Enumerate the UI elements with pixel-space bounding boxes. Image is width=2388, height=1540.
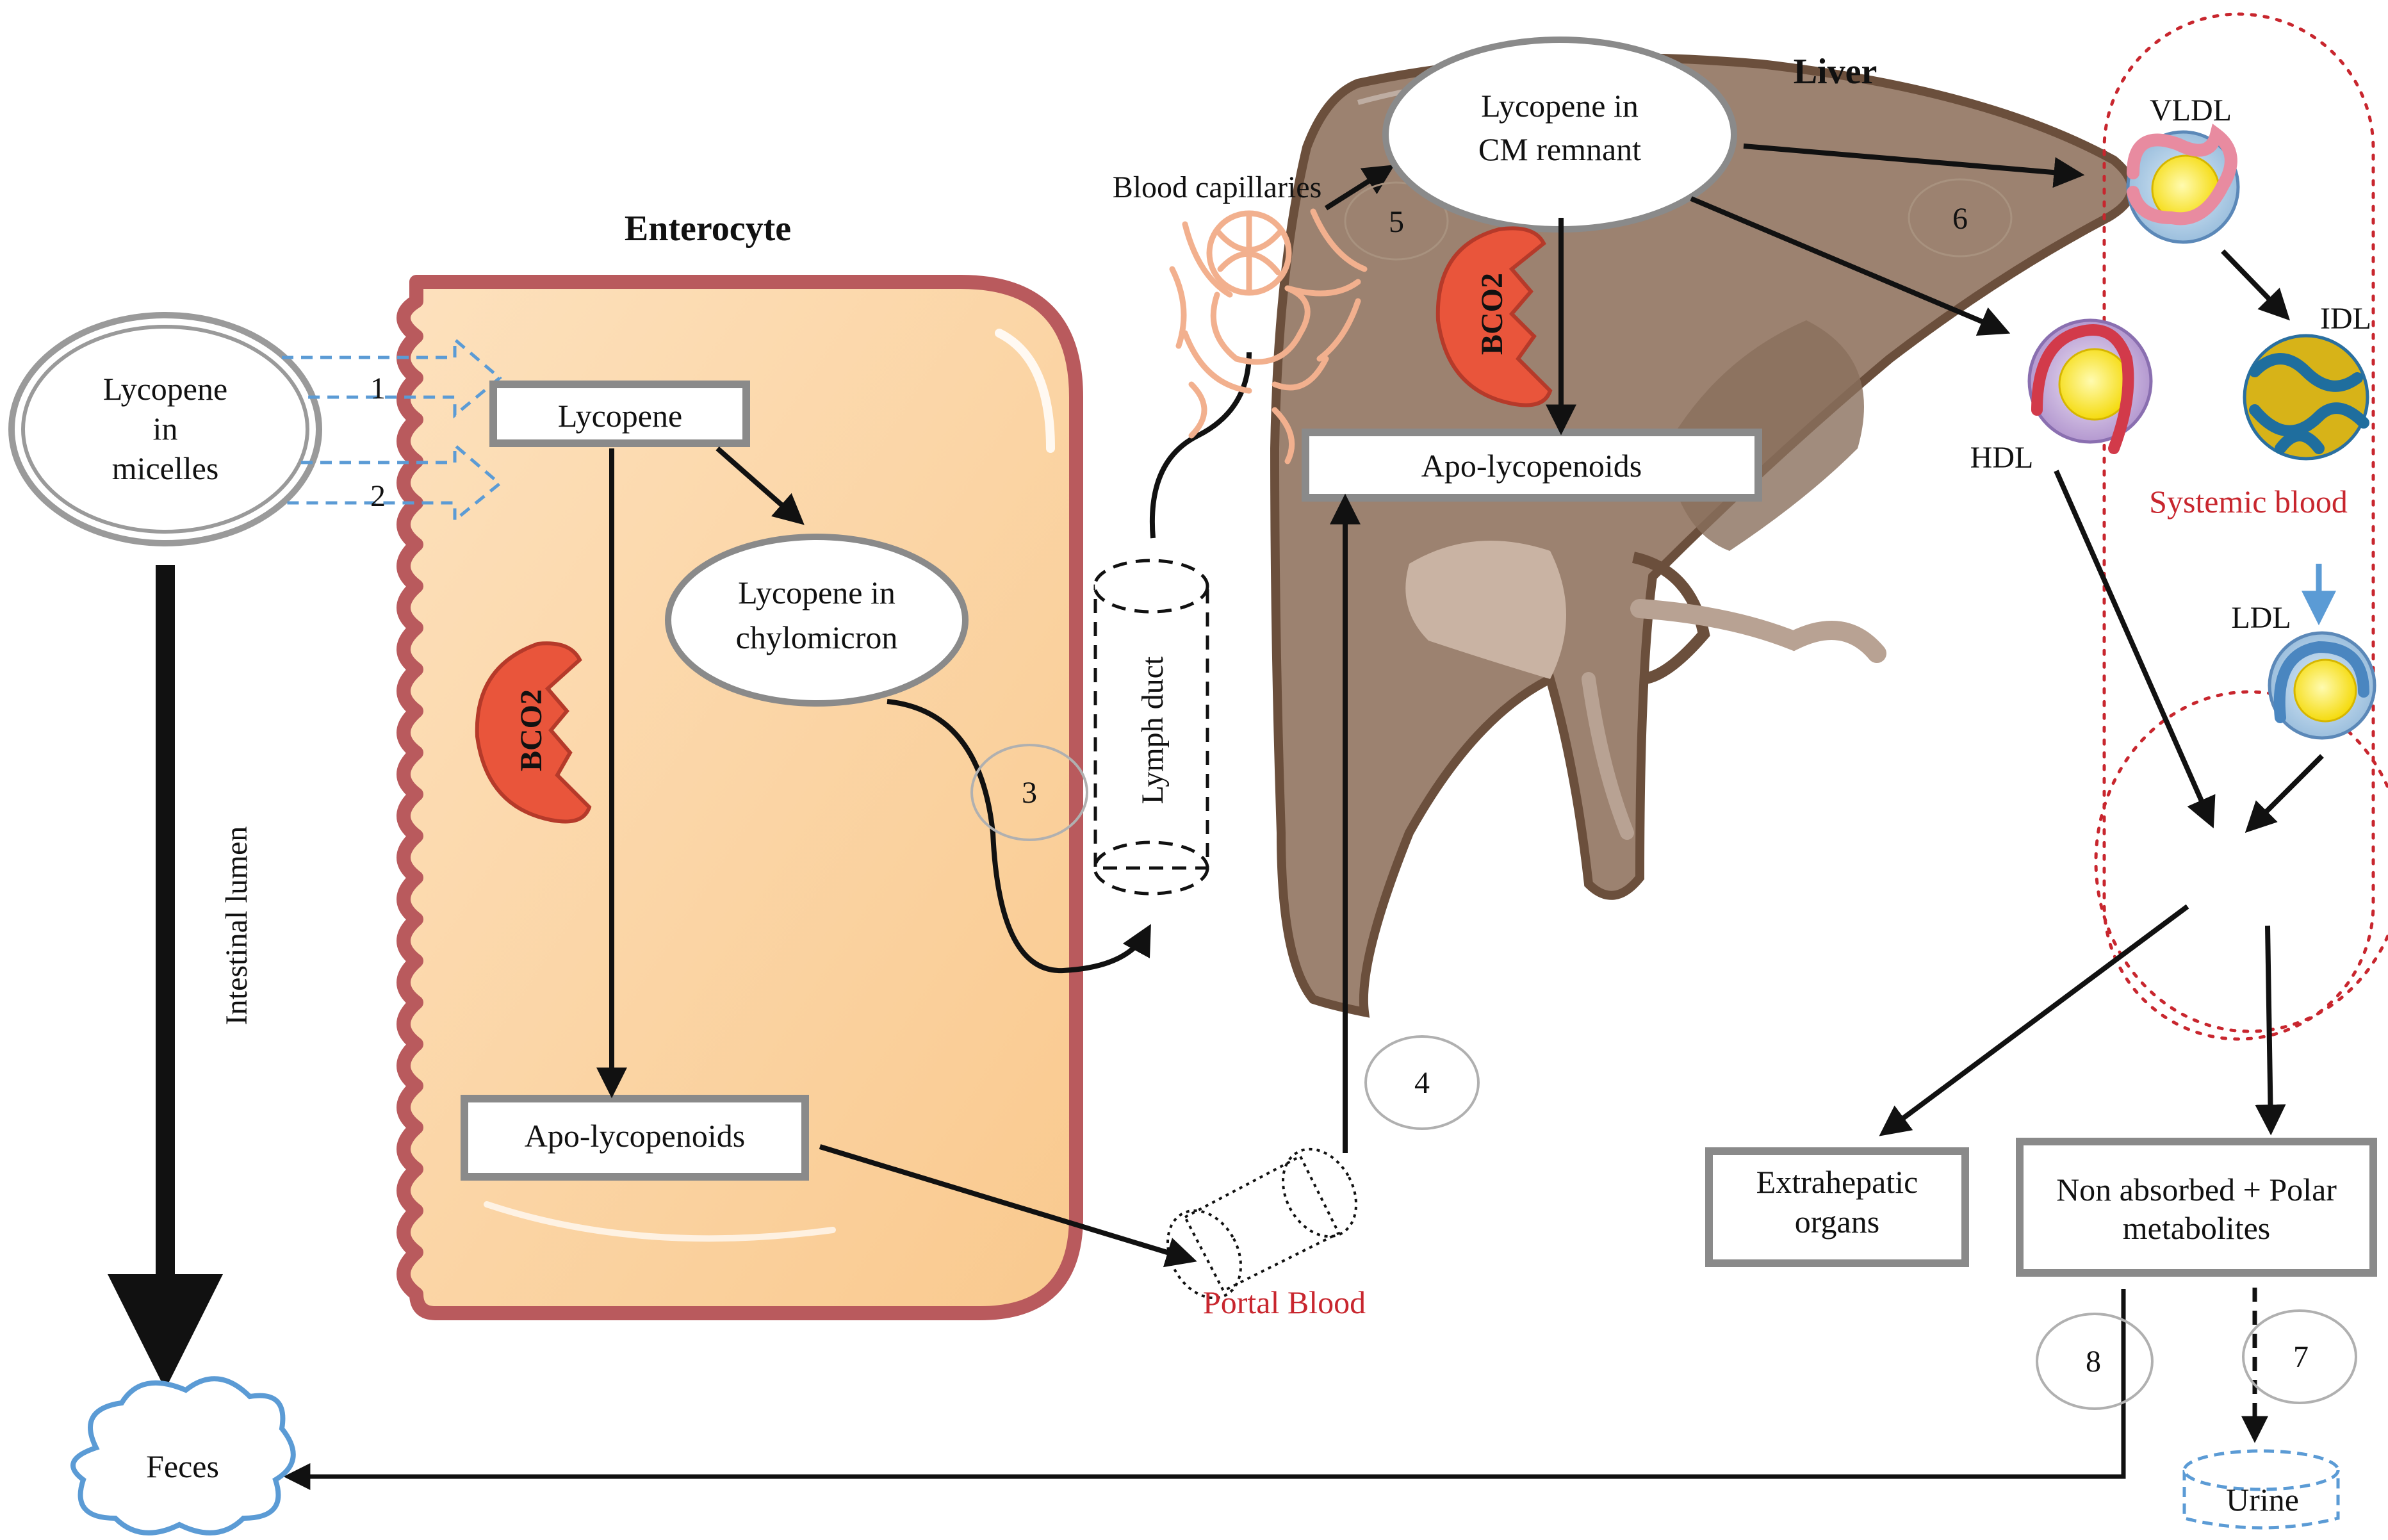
ldl-to-pool-arrow <box>2245 754 2324 833</box>
apo-lycopenoids-text-liver: Apo-lycopenoids <box>1421 448 1642 484</box>
step-8-label: 8 <box>2086 1345 2101 1379</box>
step-6-label: 6 <box>1952 202 1968 236</box>
chylomicron-line-1: Lycopene in <box>738 575 896 610</box>
blood-pool-outline <box>2094 690 2388 1033</box>
bco2-label-liver: BCO2 <box>1475 273 1509 355</box>
portal-blood-vessel <box>1166 1147 1358 1300</box>
apo-lycopenoids-box-liver <box>1302 429 1762 502</box>
micelles-line-3: micelles <box>112 450 219 486</box>
lymph-duct <box>1093 559 1209 896</box>
systemic-blood-outline <box>2102 12 2375 1041</box>
lycopene-to-chylomicron-arrow <box>716 446 805 525</box>
urine-label: Urine <box>2226 1482 2299 1518</box>
step-7-label: 7 <box>2293 1340 2309 1374</box>
cm-remnant-line-1: Lycopene in <box>1481 88 1639 124</box>
lycopene-text: Lycopene <box>558 398 682 434</box>
pool-to-nonabsorbed-arrow <box>2255 925 2286 1136</box>
hdl-particle <box>2027 318 2153 454</box>
lymph-to-capillaries-arrow <box>1149 352 1252 539</box>
extrahepatic-line-1: Extrahepatic <box>1756 1164 1918 1200</box>
uptake-arrow-2 <box>282 441 502 524</box>
idl-particle <box>2243 334 2369 461</box>
step-7-circle <box>2242 1309 2357 1404</box>
step-5-label: 5 <box>1389 205 1404 239</box>
step-1-label: 1 <box>370 372 386 405</box>
micelles-line-2: in <box>153 411 178 446</box>
step-8-circle <box>2036 1313 2154 1410</box>
enterocyte-label: Enterocyte <box>625 209 791 249</box>
blood-capillaries-label: Blood capillaries <box>1113 170 1322 204</box>
intestinal-lumen-label: Intestinal lumen <box>220 826 254 1026</box>
step-5-circle <box>1344 181 1449 261</box>
chylomicron-node <box>665 534 969 707</box>
apo-to-portal-arrow <box>819 1144 1197 1268</box>
vldl-label: VLDL <box>2150 94 2232 127</box>
remnant-to-vldl-arrow <box>1743 143 2085 188</box>
lymph-duct-label: Lymph duct <box>1136 656 1170 804</box>
chylomicron-to-lymph-arrow <box>887 699 1151 974</box>
urine-container <box>2182 1449 2340 1530</box>
non-absorbed-line-2: metabolites <box>2123 1210 2271 1246</box>
step-4-circle <box>1364 1035 1480 1130</box>
step-3-label: 3 <box>1022 776 1037 810</box>
non-absorbed-line-1: Non absorbed + Polar <box>2056 1172 2337 1208</box>
liver-organ <box>1270 53 2136 1018</box>
step-3-circle <box>970 744 1088 841</box>
idl-label: IDL <box>2320 302 2371 336</box>
hdl-label: HDL <box>1970 441 2034 475</box>
step-4-label: 4 <box>1414 1066 1430 1100</box>
chylomicron-line-2: chylomicron <box>736 619 898 655</box>
cm-remnant-line-2: CM remnant <box>1478 131 1641 167</box>
bco2-label-enterocyte: BCO2 <box>514 689 548 771</box>
lycopene-box <box>489 381 750 447</box>
feces-label: Feces <box>146 1448 219 1484</box>
feces-cloud <box>70 1376 296 1536</box>
nonabsorbed-to-feces-arrow <box>283 1289 2126 1490</box>
apo-lycopenoids-text-enterocyte: Apo-lycopenoids <box>525 1118 745 1154</box>
ldl-particle <box>2268 631 2376 740</box>
step-2-label: 2 <box>370 479 386 513</box>
vldl-to-idl-arrow <box>2221 249 2291 321</box>
capillaries-to-remnant-arrow <box>1324 165 1395 211</box>
systemic-blood-label: Systemic blood <box>2149 484 2348 520</box>
liver-label: Liver <box>1794 52 1877 92</box>
enterocyte-cell <box>397 275 1083 1320</box>
extrahepatic-line-2: organs <box>1795 1204 1879 1240</box>
apo-lycopenoids-box-enterocyte <box>461 1095 809 1181</box>
micelles-node <box>8 312 322 546</box>
ldl-label: LDL <box>2231 601 2291 635</box>
bco2-enzyme-liver <box>1435 226 1553 407</box>
portal-blood-label: Portal Blood <box>1203 1284 1366 1320</box>
pool-to-extrahepatic-arrow <box>1879 904 2189 1136</box>
step-6-circle <box>1908 178 2013 258</box>
non-absorbed-box <box>2016 1138 2377 1277</box>
extrahepatic-box <box>1705 1147 1969 1267</box>
hdl-to-pool-arrow <box>2054 470 2216 829</box>
uptake-arrow-1 <box>282 336 502 419</box>
remnant-to-hdl-arrow <box>1690 196 2011 336</box>
vldl-particle <box>2126 123 2240 244</box>
bco2-enzyme-enterocyte <box>475 641 592 824</box>
blood-capillaries-network <box>1169 208 1368 464</box>
micelles-line-1: Lycopene <box>103 371 227 407</box>
